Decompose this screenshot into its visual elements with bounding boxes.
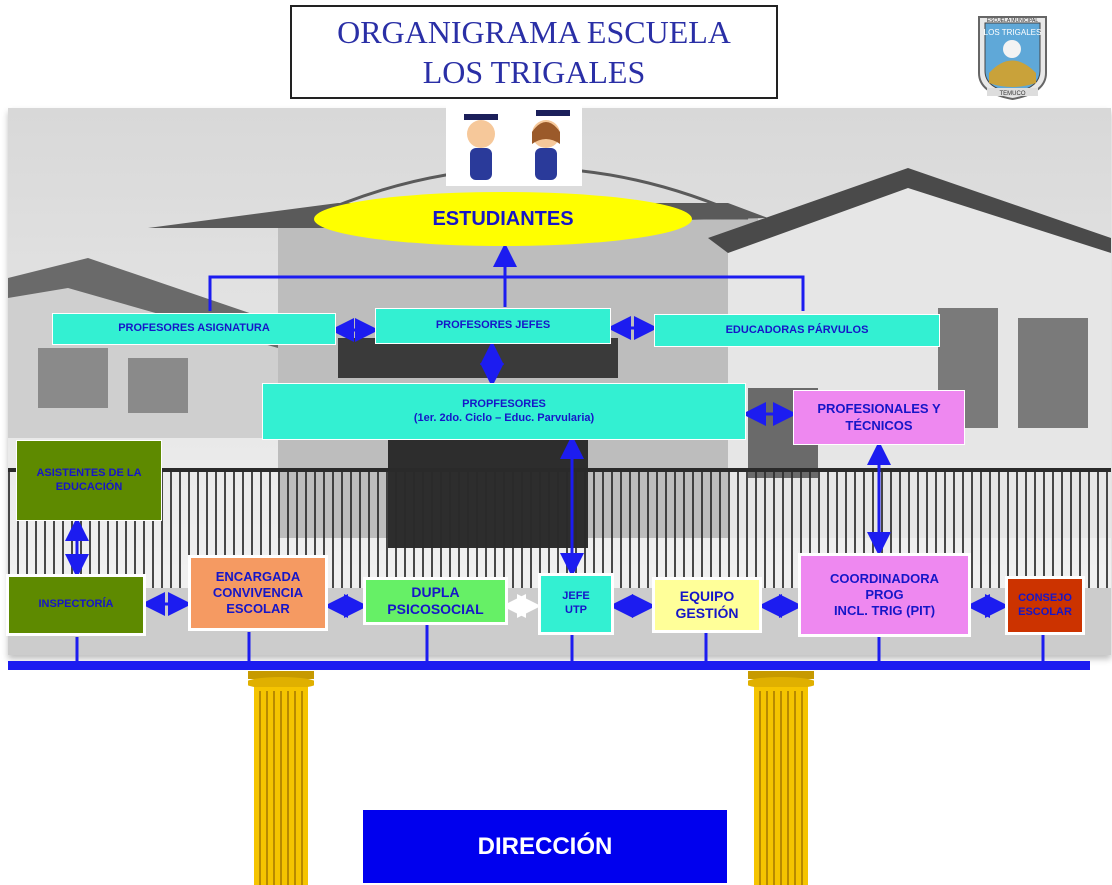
left-pillar-icon bbox=[248, 671, 314, 885]
right-pillar-icon bbox=[748, 671, 814, 885]
consejo-line-1: CONSEJO bbox=[1018, 591, 1072, 604]
asistentes-line-2: EDUCACIÓN bbox=[55, 480, 123, 493]
coordinadora-line-3: INCL. TRIG (PIT) bbox=[833, 603, 936, 619]
asistentes-line-1: ASISTENTES DE LA bbox=[36, 466, 142, 479]
node-estudiantes: ESTUDIANTES bbox=[314, 192, 692, 246]
logo-bottom-text: TEMUCO bbox=[1000, 91, 1026, 97]
node-profesionales-tecnicos: PROFESIONALES Y TÉCNICOS bbox=[793, 390, 965, 445]
graduate-kids-illustration bbox=[446, 104, 582, 186]
node-equipo-gestion: EQUIPO GESTIÓN bbox=[652, 577, 762, 633]
title-line-2: LOS TRIGALES bbox=[422, 54, 646, 90]
profesionales-line-2: TÉCNICOS bbox=[845, 417, 913, 433]
dupla-line-1: DUPLA bbox=[411, 583, 460, 600]
logo-top-text: ESCUELA MUNICIPAL bbox=[987, 18, 1039, 24]
jefe-utp-line-1: JEFE bbox=[562, 590, 590, 603]
node-profesores-jefes: PROFESORES JEFES bbox=[375, 308, 611, 344]
node-dupla-psicosocial: DUPLA PSICOSOCIAL bbox=[363, 577, 508, 625]
node-direccion: DIRECCIÓN bbox=[363, 810, 727, 883]
propfesores-line-1: PROPFESORES bbox=[462, 397, 546, 410]
node-consejo-escolar: CONSEJO ESCOLAR bbox=[1005, 576, 1085, 635]
coordinadora-line-1: COORDINADORA bbox=[829, 570, 940, 586]
node-jefe-utp: JEFE UTP bbox=[538, 573, 614, 635]
propfesores-line-2: (1er. 2do. Ciclo – Educ. Parvularia) bbox=[413, 411, 595, 424]
node-educadoras-parvulos: EDUCADORAS PÁRVULOS bbox=[654, 314, 940, 347]
title-line-1: ORGANIGRAMA ESCUELA bbox=[337, 14, 731, 50]
node-propfesores: PROPFESORES (1er. 2do. Ciclo – Educ. Par… bbox=[262, 383, 746, 440]
consejo-line-2: ESCOLAR bbox=[1018, 605, 1072, 618]
node-encargada-convivencia: ENCARGADA CONVIVENCIA ESCOLAR bbox=[188, 555, 328, 631]
school-logo-icon: ESCUELA MUNICIPAL LOS TRIGALES TEMUCO bbox=[978, 16, 1047, 101]
equipo-gestion-line-1: EQUIPO bbox=[679, 587, 735, 604]
logo-middle-text: LOS TRIGALES bbox=[984, 28, 1042, 37]
equipo-gestion-line-2: GESTIÓN bbox=[675, 605, 739, 621]
profesionales-line-1: PROFESIONALES Y bbox=[817, 401, 941, 417]
encargada-line-3: ESCOLAR bbox=[226, 601, 290, 617]
node-asistentes-educacion: ASISTENTES DE LA EDUCACIÓN bbox=[16, 440, 162, 521]
node-profesores-asignatura: PROFESORES ASIGNATURA bbox=[52, 313, 336, 345]
dupla-line-2: PSICOSOCIAL bbox=[387, 601, 484, 617]
jefe-utp-line-2: UTP bbox=[565, 604, 587, 616]
node-coordinadora-pit: COORDINADORA PROG INCL. TRIG (PIT) bbox=[798, 553, 971, 637]
node-inspectoria: INSPECTORÍA bbox=[6, 574, 146, 636]
foundation-bar bbox=[8, 661, 1090, 670]
encargada-line-2: CONVIVENCIA bbox=[212, 584, 304, 600]
chart-title: ORGANIGRAMA ESCUELA LOS TRIGALES bbox=[290, 5, 778, 99]
coordinadora-line-2: PROG bbox=[865, 586, 904, 602]
encargada-line-1: ENCARGADA bbox=[215, 568, 301, 584]
